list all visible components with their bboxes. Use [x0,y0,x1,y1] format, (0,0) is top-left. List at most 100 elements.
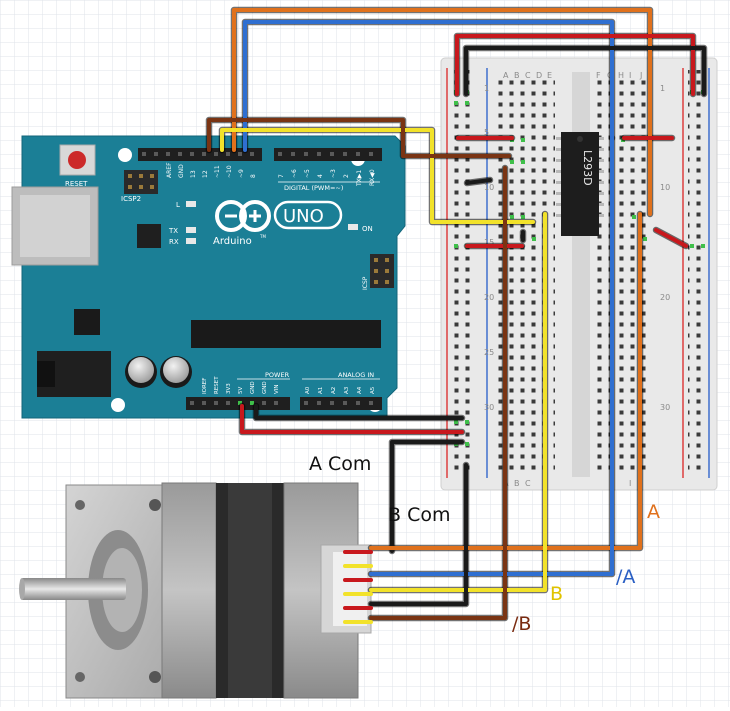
pin-2-label: 2 [343,174,350,178]
pin-3-label: ~3 [330,169,337,178]
pin-vin-label: VIN [274,385,280,395]
wire-red-jumper-4 [654,228,688,248]
row-10-label-right: 10 [660,183,670,192]
pin-a0-label: A0 [305,386,311,394]
analog-in-label: ANALOG IN [338,371,374,379]
label-a-bar: /A [616,566,635,588]
voltage-regulator [74,309,100,335]
power-label: POWER [265,371,290,379]
wire-yellow-motor-b [369,212,547,592]
pin-4-label: 4 [317,174,324,178]
wire-black-motor-bcom [369,463,468,606]
digital-label: DIGITAL (PWM=~) [284,184,343,192]
usb-controller-chip [137,224,161,248]
pin-11-label: ~11 [214,165,221,178]
pin-1-label: TX▶1 [356,170,363,187]
column-j-label: J [639,71,642,80]
pin-0-label: RX◀0 [369,169,376,186]
row-15-label: 15 [484,238,494,247]
row-10-label: 10 [484,183,494,192]
column-d-label: D [536,71,542,80]
pin-gnd2-label: GND [262,381,268,394]
pin-reset-label: RESET [214,376,220,394]
icsp2-label: ICSP2 [121,195,141,203]
pin-5v-label: 5V [238,387,244,394]
pin-a1-label: A1 [318,387,324,394]
pin-7-label: 7 [278,174,285,178]
column-c-label: C [525,71,531,80]
arduino-uno-board: RESET ICSP2 AREF GND 13 12 ~11 [11,135,406,419]
logo-trademark: TM [259,234,266,239]
row-20-label: 20 [484,293,494,302]
pin-5-label: ~5 [304,169,311,178]
wire-blue-motor-a-bar [369,136,614,576]
icsp-label: ICSP [362,276,369,290]
analog-header [300,397,382,410]
led-rx-label: RX [169,238,179,246]
row-25-label: 25 [484,348,494,357]
pin-10-label: ~10 [226,165,233,178]
l293d-chip: L293D [556,132,604,236]
icsp2-header [124,170,158,194]
column-c-label-bottom: C [525,479,531,488]
wire-black-rail-jumper [465,178,492,185]
wire-red-5v [240,404,464,434]
chip-label: L293D [581,150,594,186]
pin-8-label: 8 [250,174,257,178]
row-1-label-right: 1 [660,84,665,93]
stepper-motor [19,482,372,699]
pin-aref-label: AREF [166,162,173,178]
wire-black-gnd [254,404,464,420]
pin-12-label: 12 [202,170,209,178]
wire-orange-motor-a [369,212,642,550]
column-e-label: E [547,71,552,80]
label-a: A [647,501,660,523]
logo-model: UNO [283,206,324,227]
column-i-label: I [629,71,631,80]
reset-label: RESET [65,180,88,188]
wire-black-com [390,440,464,553]
icsp-header [370,254,394,288]
row-30-label: 30 [484,403,494,412]
wires [205,6,708,624]
column-b-label-bottom: B [514,479,520,488]
pin-a3-label: A3 [344,386,350,394]
wire-blue-pin10-to-chip [243,20,614,152]
digital-header-lower [274,148,382,161]
wire-orange-pin11-to-chip [232,8,652,216]
column-b-label: B [514,71,520,80]
pin-9-label: ~9 [238,169,245,178]
led-l-label: L [176,201,180,209]
row-20-label-right: 20 [660,293,670,302]
wire-black-rail-bridge [464,46,706,96]
row-5-label: 5 [484,128,489,137]
pin-6-label: ~6 [291,169,298,178]
pin-ioref-label: IOREF [202,378,208,394]
column-f-label: F [596,71,601,80]
arduino-logo: UNO Arduino TM [213,200,343,247]
label-b-com: B Com [388,504,450,526]
wire-brown-pin13-to-chip [207,118,511,158]
motor-shaft [20,578,126,600]
wire-yellow-pin12-to-chip [220,128,535,224]
column-a-label: A [503,71,509,80]
pin-gnd1-label: GND [250,381,256,394]
breadboard: A B C D E F G H I J A B C I J 1 5 10 15 … [440,57,718,491]
pin-a4-label: A4 [357,386,363,394]
pin-13-label: 13 [190,170,197,178]
pin-3v3-label: 3V3 [226,383,232,394]
column-h-label: H [618,71,624,80]
row-30-label-right: 30 [660,403,670,412]
on-label: ON [362,225,373,233]
column-i-label-bottom: I [629,479,631,488]
pin-a5-label: A5 [370,386,376,394]
pin-a2-label: A2 [331,387,337,394]
led-tx-label: TX [168,227,178,235]
row-1-label: 1 [484,84,489,93]
wire-brown-motor-b-bar [369,166,507,620]
label-a-com: A Com [309,453,371,475]
logo-brand: Arduino [213,236,252,247]
wire-red-rail-bridge [455,34,695,96]
